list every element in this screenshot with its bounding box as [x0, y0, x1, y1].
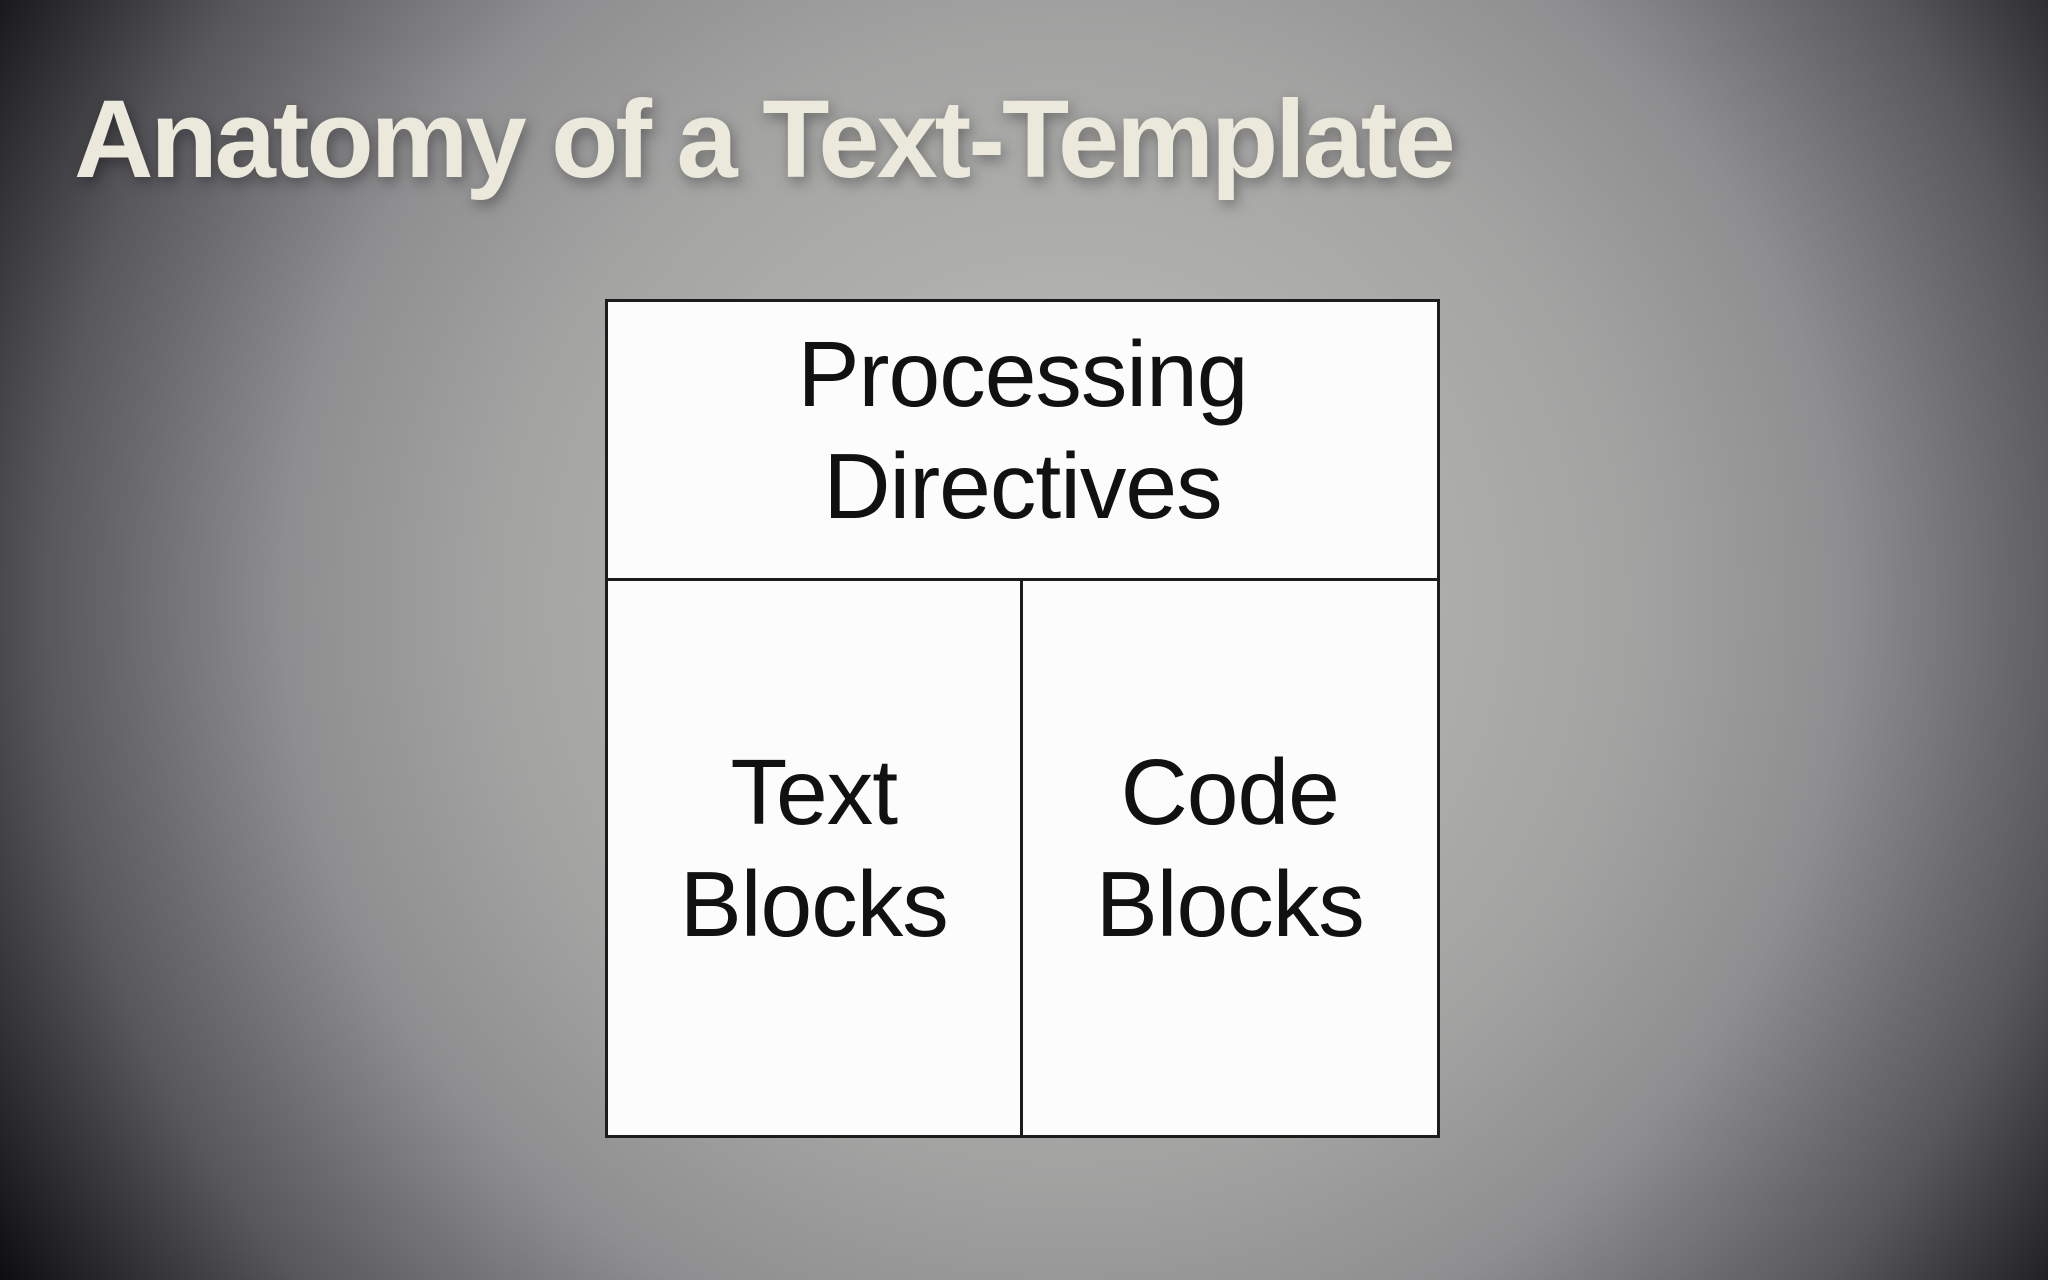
template-diagram: Processing Directives Text Blocks Code B… [605, 299, 1440, 1138]
text-blocks-label: Text Blocks [679, 740, 949, 956]
diagram-bottom-row: Text Blocks Code Blocks [608, 581, 1437, 1135]
processing-directives-cell: Processing Directives [608, 302, 1437, 581]
code-blocks-label: Code Blocks [1095, 740, 1365, 956]
code-blocks-cell: Code Blocks [1023, 581, 1438, 1135]
slide-title: Anatomy of a Text-Template [74, 78, 1456, 201]
processing-directives-label: Processing Directives [797, 322, 1248, 538]
text-blocks-cell: Text Blocks [608, 581, 1023, 1135]
